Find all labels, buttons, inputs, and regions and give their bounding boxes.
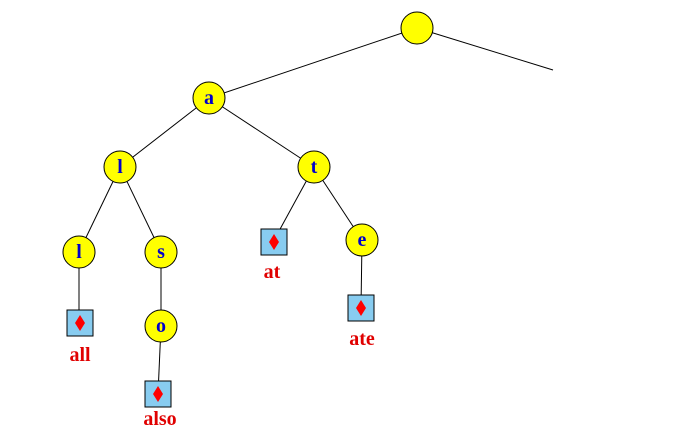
diamond-icon — [269, 234, 279, 250]
node-letter: s — [157, 241, 165, 263]
word-label: all — [69, 344, 91, 366]
leaf-ate: ate — [347, 294, 375, 350]
node-letter: e — [358, 229, 367, 251]
leaf-also: also — [143, 380, 177, 430]
trie-node-al: l — [103, 150, 137, 184]
leaf-at: at — [260, 228, 288, 283]
trie-node-ate: e — [345, 223, 379, 257]
trie-edges — [78, 27, 554, 395]
trie-node-at: t — [297, 150, 331, 184]
diamond-icon — [153, 386, 163, 402]
node-letter: a — [204, 87, 214, 109]
trie-node-root — [400, 11, 434, 45]
trie-node-als: s — [144, 235, 178, 269]
trie-node-all: l — [62, 235, 96, 269]
edge-root-right — [416, 27, 554, 71]
edge-a-t — [208, 97, 315, 168]
leaf-box — [260, 228, 288, 256]
word-label: also — [143, 408, 176, 430]
trie-node-also: o — [144, 309, 178, 343]
diamond-icon — [356, 300, 366, 316]
edge-root-a — [208, 27, 418, 99]
node-letter: l — [117, 156, 123, 178]
node-letter: l — [76, 241, 82, 263]
trie-leaves: all also at ate — [66, 228, 375, 430]
node-letter: o — [156, 315, 166, 337]
node-letter: t — [311, 156, 318, 178]
edge-a-l — [119, 97, 210, 168]
word-label: at — [264, 261, 281, 283]
trie-nodes: a l t l s o e — [62, 11, 434, 343]
word-label: ate — [349, 328, 375, 350]
diamond-icon — [75, 315, 85, 331]
leaf-all: all — [66, 309, 94, 366]
trie-node-a: a — [192, 81, 226, 115]
